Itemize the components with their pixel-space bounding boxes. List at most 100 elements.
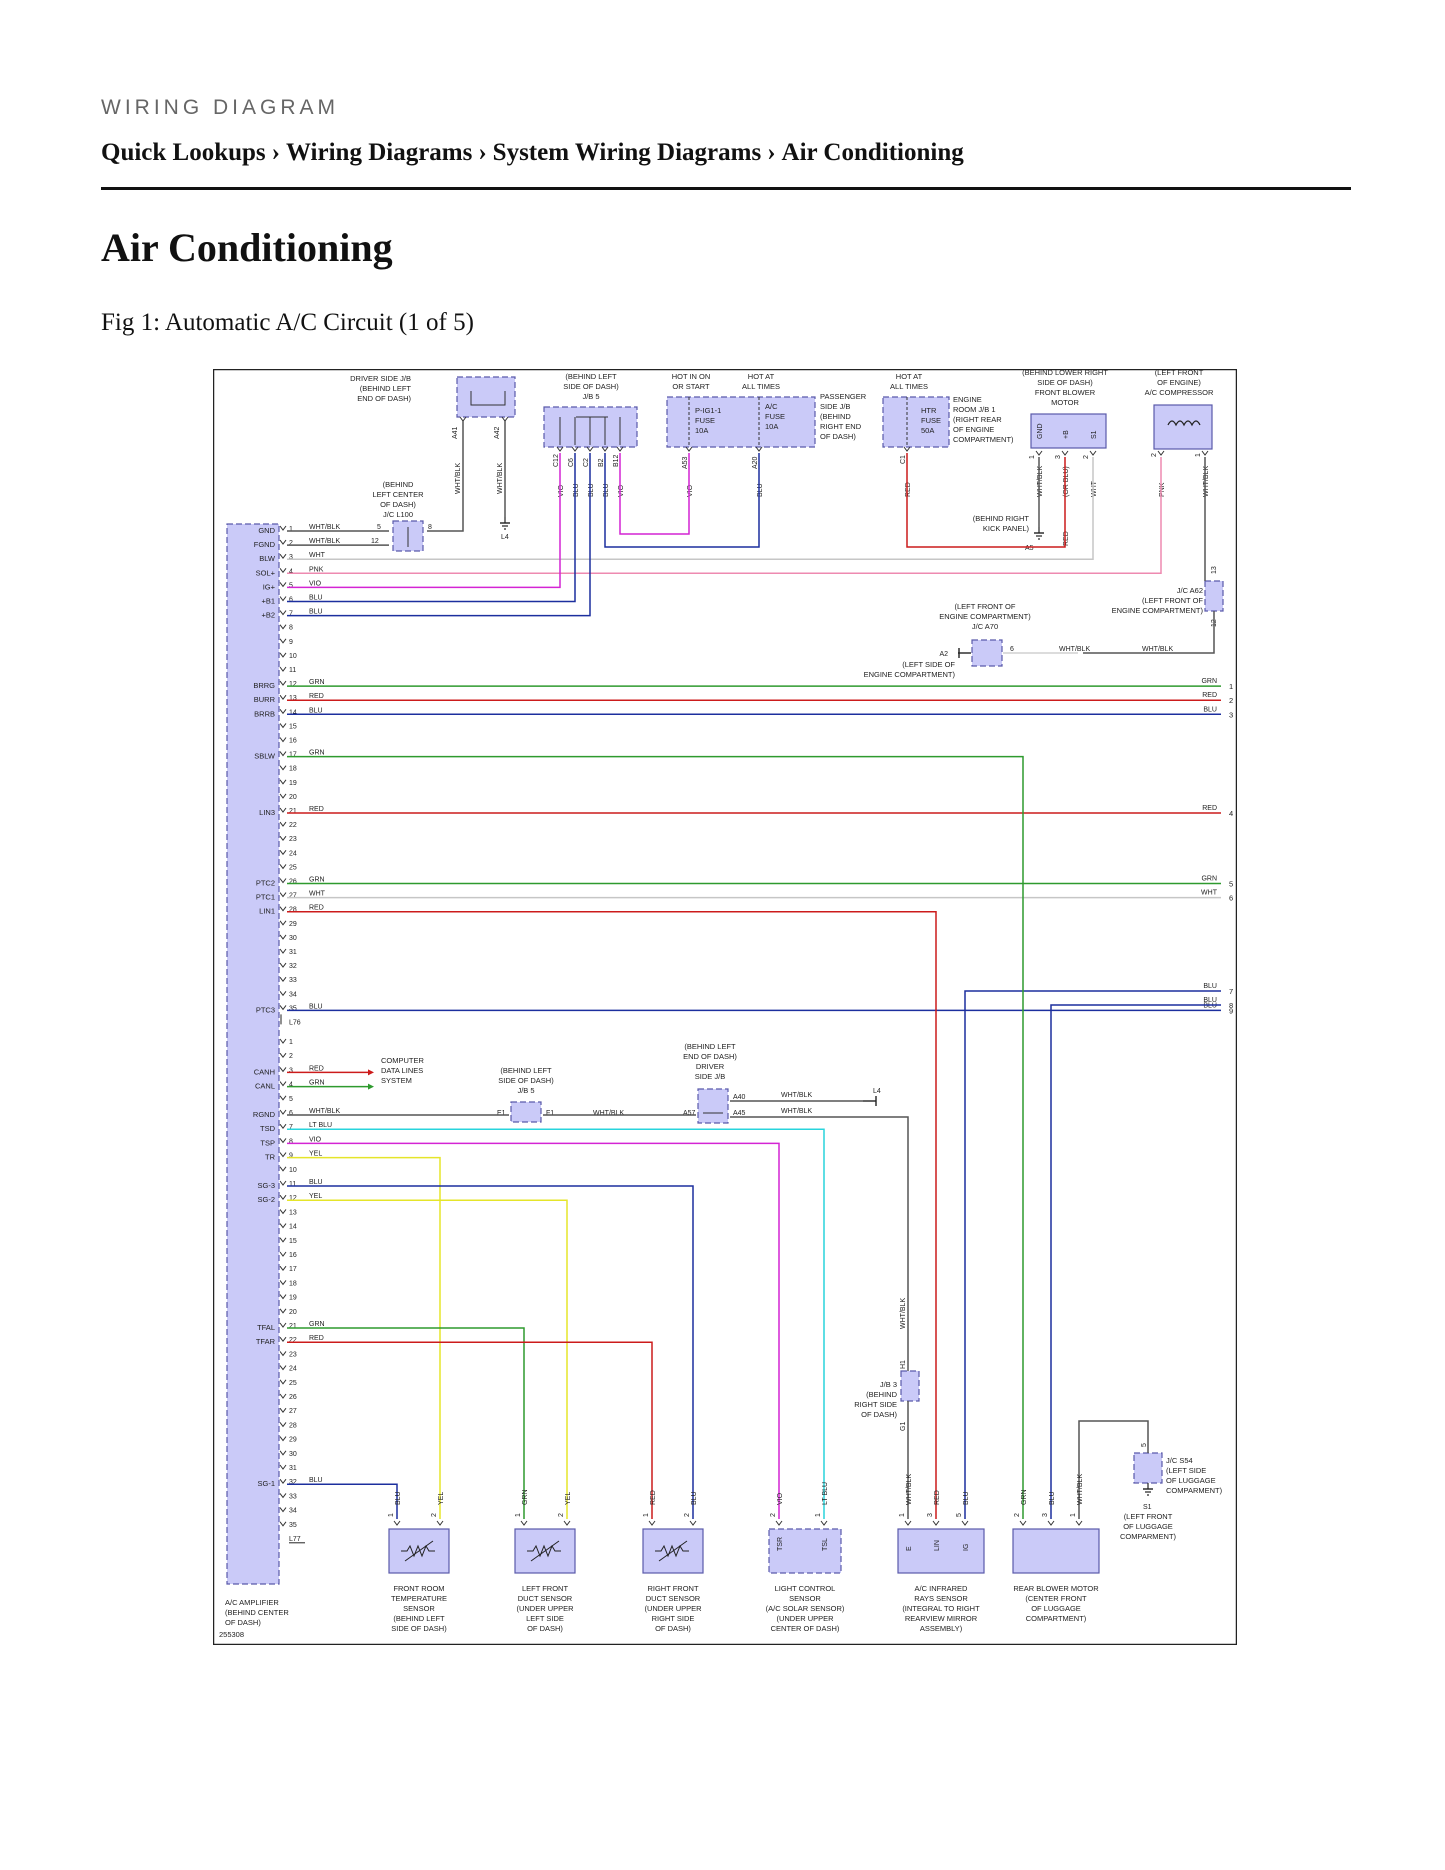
breadcrumb-item-system-wiring-diagrams[interactable]: System Wiring Diagrams bbox=[492, 139, 762, 166]
passenger-jb-label: OF DASH) bbox=[820, 432, 856, 441]
jb3-label: (BEHIND bbox=[866, 1390, 897, 1399]
wire-color-label: GRN bbox=[309, 679, 325, 686]
sensor-terminal bbox=[520, 1520, 528, 1526]
amplifier-pin-terminal bbox=[279, 765, 287, 771]
sensor-pin-number: 1 bbox=[388, 1513, 395, 1517]
amplifier-pin-number: 14 bbox=[289, 1224, 297, 1231]
jb5-label: SIDE OF DASH) bbox=[563, 382, 619, 391]
fuse-label: P-IG1-1 bbox=[695, 406, 721, 415]
hot-label: OR START bbox=[672, 382, 710, 391]
driver-jb-lower-pin: A57 bbox=[683, 1110, 696, 1117]
amplifier-pin-number: 17 bbox=[289, 1266, 297, 1273]
ground-s1-label: COMPARMENT) bbox=[1120, 1532, 1177, 1541]
breadcrumb-item-quick-lookups[interactable]: Quick Lookups bbox=[101, 139, 266, 166]
sensor-terminal bbox=[436, 1520, 444, 1526]
amplifier-pin-number: 17 bbox=[289, 752, 297, 759]
jb3-label: RIGHT SIDE bbox=[854, 1400, 897, 1409]
amplifier-pin-terminal bbox=[279, 892, 287, 898]
front-blower-pin: GND bbox=[1037, 423, 1044, 439]
amplifier-pin-number: 33 bbox=[289, 977, 297, 984]
jc-s54-label: J/C S54 bbox=[1166, 1456, 1193, 1465]
jb3-pin: H1 bbox=[900, 1360, 907, 1369]
jb5-label: J/B 5 bbox=[582, 392, 599, 401]
sensor-label-5: A/C INFRARED bbox=[915, 1584, 969, 1593]
sensor-label-2: (UNDER UPPER bbox=[516, 1604, 574, 1613]
amplifier-pin-number: 31 bbox=[289, 949, 297, 956]
driver-jb-label: DRIVER SIDE J/B bbox=[350, 374, 411, 383]
amplifier-pin-terminal bbox=[279, 1379, 287, 1385]
sensor-label-5: REARVIEW MIRROR bbox=[905, 1614, 978, 1623]
sensor-label-1: SIDE OF DASH) bbox=[391, 1624, 447, 1633]
jc-l100-label: J/C L100 bbox=[383, 510, 413, 519]
front-blower-label: (BEHIND LOWER RIGHT bbox=[1022, 369, 1108, 377]
sensor-pin-number: 2 bbox=[684, 1513, 691, 1517]
breadcrumb-item-wiring-diagrams[interactable]: Wiring Diagrams bbox=[286, 139, 473, 166]
wire-color-label: WHT/BLK bbox=[593, 1110, 624, 1117]
sensor-terminal bbox=[775, 1520, 783, 1526]
data-line-arrow bbox=[368, 1083, 374, 1090]
amplifier-pin-number: 6 bbox=[289, 1110, 293, 1117]
amplifier-pin-terminal bbox=[279, 1493, 287, 1499]
wire-pin-7 bbox=[287, 453, 591, 617]
wire-color-label: GRN bbox=[1201, 876, 1217, 883]
wire-color-label: YEL bbox=[309, 1193, 322, 1200]
wire-color-label: GRN bbox=[309, 877, 325, 884]
sensor-pin-number: 3 bbox=[927, 1513, 934, 1517]
wire-color-label: WHT bbox=[309, 891, 326, 898]
offpage-reference: 8 bbox=[1229, 1001, 1233, 1010]
wire-color-label: WHT/BLK bbox=[1077, 1474, 1084, 1505]
amplifier-pin-terminal bbox=[279, 1038, 287, 1044]
sensor-label-3: OF DASH) bbox=[655, 1624, 691, 1633]
passenger-jb-box bbox=[666, 396, 816, 448]
amplifier-pin-terminal bbox=[279, 1407, 287, 1414]
wire-color-label: LT BLU bbox=[309, 1122, 332, 1129]
amplifier-pin-number: 34 bbox=[289, 1508, 297, 1515]
amplifier-pin-name: PTC3 bbox=[256, 1005, 275, 1014]
amplifier-pin-number: 20 bbox=[289, 1309, 297, 1316]
ground-a2-label: (LEFT SIDE OF bbox=[902, 660, 955, 669]
amplifier-pin-number: 8 bbox=[289, 1138, 293, 1145]
amplifier-pin-terminal bbox=[279, 920, 287, 926]
breadcrumb-item-air-conditioning[interactable]: Air Conditioning bbox=[781, 139, 964, 166]
amplifier-pin-name: CANL bbox=[255, 1082, 275, 1091]
wire-color-label: BLU bbox=[309, 1477, 323, 1484]
amplifier-pin-terminal bbox=[279, 835, 287, 842]
ac-compressor-pin: 1 bbox=[1195, 453, 1202, 457]
amplifier-pin-number: 23 bbox=[289, 836, 297, 843]
sensor-label-4: LIGHT CONTROL bbox=[775, 1584, 836, 1593]
offpage-reference: 7 bbox=[1229, 987, 1233, 996]
data-lines-label: SYSTEM bbox=[381, 1076, 412, 1085]
wire-color-label: BLU bbox=[1203, 706, 1217, 713]
amplifier-pin-number: 2 bbox=[289, 540, 293, 547]
amplifier-pin-number: 26 bbox=[289, 879, 297, 886]
sensor-label-2: OF DASH) bbox=[527, 1624, 563, 1633]
amplifier-pin-terminal bbox=[279, 751, 287, 757]
amplifier-pin-terminal bbox=[279, 638, 287, 644]
amplifier-pin-terminal bbox=[279, 864, 287, 870]
amplifier-pin-terminal bbox=[279, 737, 287, 743]
wire-color-label: RED bbox=[309, 1065, 324, 1072]
jb3-label: OF DASH) bbox=[861, 1410, 897, 1419]
amplifier-pin-number: 30 bbox=[289, 935, 297, 942]
amplifier-pin-terminal bbox=[279, 1123, 287, 1130]
passenger-jb-label: PASSENGER bbox=[820, 392, 867, 401]
amplifier-pin-number: 23 bbox=[289, 1351, 297, 1358]
fuse-label: 10A bbox=[765, 422, 778, 431]
wire-rear-blower bbox=[1050, 1004, 1221, 1519]
driver-jb-pin: A41 bbox=[452, 426, 459, 439]
amplifier-pin-terminal bbox=[279, 1237, 287, 1243]
jb5-lower-box bbox=[510, 1101, 542, 1123]
amplifier-connector-label: L77 bbox=[289, 1536, 301, 1543]
breadcrumb: Quick Lookups›Wiring Diagrams›System Wir… bbox=[101, 139, 964, 167]
ground-s1-label: (LEFT FRONT bbox=[1124, 1512, 1173, 1521]
hot-label: HOT AT bbox=[748, 372, 775, 381]
amplifier-pin-name: PTC2 bbox=[256, 879, 275, 888]
wire-color-label: LT BLU bbox=[822, 1482, 829, 1505]
wire-color-label: GRN bbox=[309, 1321, 325, 1328]
wire-color-label: WHT/BLK bbox=[781, 1108, 812, 1115]
wire-color-label: BLU bbox=[603, 483, 610, 497]
wire-color-label: WHT/BLK bbox=[1142, 646, 1173, 653]
amplifier-pin-number: 21 bbox=[289, 808, 297, 815]
wire-pin-b11 bbox=[287, 1185, 694, 1519]
ac-compressor-terminal bbox=[1201, 450, 1209, 456]
